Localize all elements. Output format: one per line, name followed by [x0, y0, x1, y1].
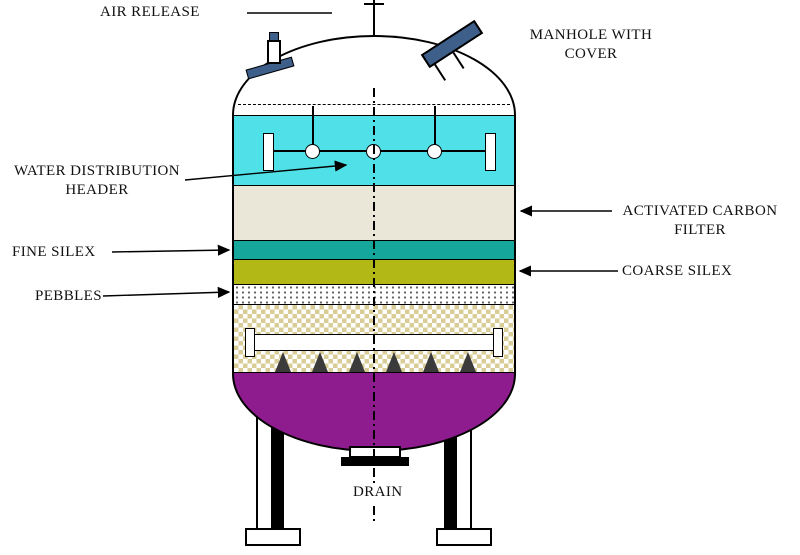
drain-flange: [341, 457, 409, 466]
header-nozzle-circle: [305, 144, 320, 159]
base-plate-left: [245, 528, 301, 546]
vessel-centerline: [373, 88, 375, 525]
label-pebbles: PEBBLES: [35, 288, 102, 304]
base-plate-right: [436, 528, 492, 546]
label-fine-silex: FINE SILEX: [12, 244, 96, 260]
label-drain: DRAIN: [350, 483, 406, 502]
air-release-flange: [364, 3, 384, 5]
support-leg-right-shadow: [444, 403, 455, 530]
collector-end-cap-right: [493, 328, 503, 357]
header-drop-line: [312, 106, 314, 146]
air-release-pipe: [373, 0, 375, 37]
strainer-nozzle-icon: [423, 352, 439, 372]
strainer-nozzle-icon: [312, 352, 328, 372]
top-left-fitting-valve: [267, 40, 281, 64]
collector-end-cap-left: [245, 328, 255, 357]
strainer-nozzle-icon: [460, 352, 476, 372]
label-manhole-with-cover: MANHOLE WITH COVER: [529, 27, 653, 62]
label-coarse-silex: COARSE SILEX: [622, 263, 733, 279]
header-end-cap-left: [263, 133, 274, 171]
label-air-release: AIR RELEASE: [100, 4, 200, 20]
strainer-nozzle-icon: [349, 352, 365, 372]
support-leg-left-shadow: [273, 403, 284, 530]
label-water-distribution-header: WATER DISTRIBUTION HEADER: [14, 163, 180, 198]
strainer-nozzle-icon: [275, 352, 291, 372]
label-activated-carbon-filter: ACTIVATED CARBON FILTER: [622, 203, 778, 238]
top-left-fitting-cap: [269, 32, 279, 41]
header-drop-line: [434, 106, 436, 146]
header-nozzle-circle: [427, 144, 442, 159]
strainer-nozzle-icon: [386, 352, 402, 372]
header-end-cap-right: [485, 133, 496, 171]
